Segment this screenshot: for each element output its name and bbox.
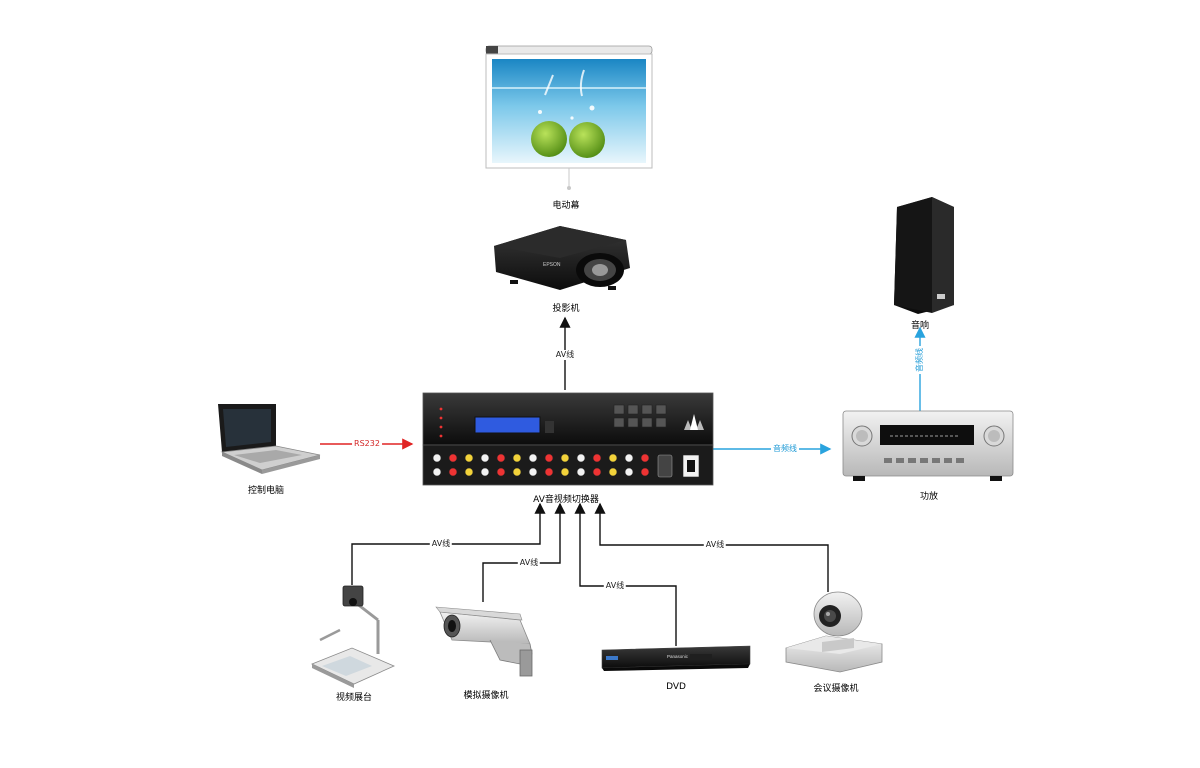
cable-label-av-dvd: AV线: [603, 581, 627, 591]
av-switcher-image: [422, 392, 714, 486]
label-visualizer: 视频展台: [335, 693, 373, 703]
cable-label-audio-amp: 音频线: [771, 444, 799, 454]
label-laptop: 控制电脑: [247, 486, 285, 496]
label-amplifier: 功放: [919, 492, 939, 502]
cable-label-av-visualizer: AV线: [429, 539, 453, 549]
cable-label-av-projector: AV线: [553, 350, 577, 360]
projection-screen-image: [485, 45, 653, 190]
dvd-brand: Panasonic: [667, 654, 689, 659]
speaker-image: [894, 197, 954, 314]
label-analog-camera: 模拟摄像机: [463, 691, 509, 701]
projector-brand: EPSON: [543, 262, 561, 268]
label-dvd: DVD: [666, 682, 686, 692]
label-projector: 投影机: [552, 304, 580, 314]
label-conference-camera: 会议摄像机: [813, 684, 859, 694]
projector-image: EPSON: [494, 226, 630, 290]
visualizer-image: [311, 585, 395, 688]
av-line-analog-camera: [482, 502, 566, 602]
label-screen: 电动幕: [552, 201, 580, 211]
analog-camera-image: [435, 606, 533, 677]
cable-label-audio-speaker: 音频线: [915, 346, 925, 374]
cable-label-av-conference-camera: AV线: [703, 540, 727, 550]
conference-camera-image: [785, 591, 883, 673]
amplifier-image: [842, 410, 1014, 481]
label-speaker: 音响: [910, 321, 930, 331]
cable-label-rs232: RS232: [352, 439, 382, 449]
cable-label-av-analog-camera: AV线: [517, 558, 541, 568]
laptop-image: [218, 404, 321, 474]
av-line-dvd: [574, 502, 677, 646]
dvd-player-image: Panasonic: [601, 645, 751, 671]
label-switcher: AV音视频切换器: [533, 495, 599, 505]
